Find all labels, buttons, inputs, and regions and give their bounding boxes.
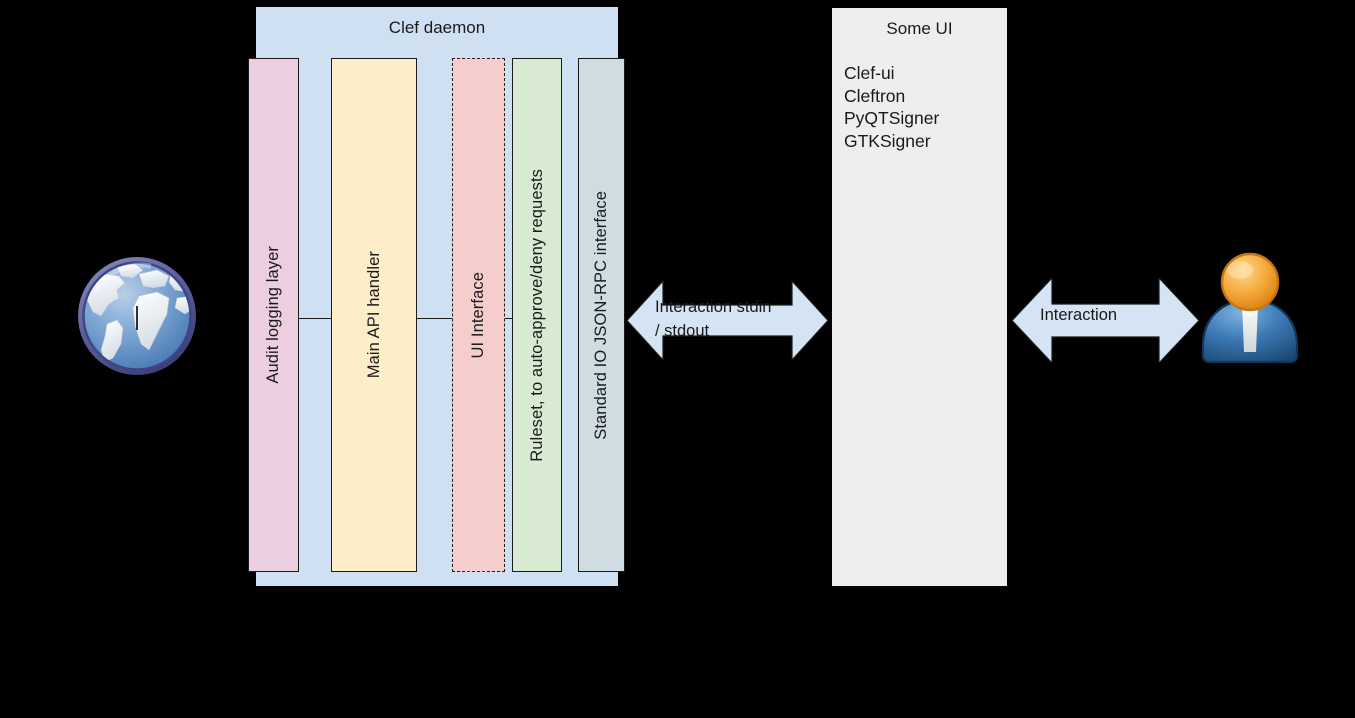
lane-ui-label: UI Interface [469, 271, 487, 359]
connector-line-ui-ruleset [503, 318, 514, 319]
lane-audit-logging-layer[interactable]: Audit logging layer [248, 58, 299, 572]
list-item: Clef-ui [844, 63, 895, 83]
arrow-interaction-user [1012, 278, 1199, 363]
lane-audit-label: Audit logging layer [264, 246, 282, 384]
list-item: Cleftron [844, 85, 906, 106]
lane-ruleset[interactable]: Ruleset, to auto-approve/deny requests [512, 58, 562, 572]
list-item: GTKSigner [844, 130, 931, 151]
lane-ui-interface[interactable]: UI Interface [452, 58, 505, 572]
connector-line-api-ui [415, 318, 454, 319]
some-ui-panel [832, 8, 1007, 586]
lane-stdio-label: Standard IO JSON-RPC interface [592, 190, 610, 440]
arrow-interaction-stdio-label: Interaction stdin / stdout [655, 298, 772, 340]
list-item: PyQTSigner [844, 108, 940, 128]
globe-icon [73, 252, 201, 380]
arrow-interaction-stdio [627, 281, 828, 360]
some-ui-list: Clef-ui Cleftron PyQTSigner GTKSigner [844, 62, 939, 152]
lane-main-api-handler[interactable]: Main API handler [331, 58, 417, 572]
lane-api-label: Main API handler [364, 251, 383, 379]
lane-ruleset-label: Ruleset, to auto-approve/deny requests [527, 168, 546, 462]
connector-line-audit-api [297, 318, 333, 319]
arrow-interaction-user-label: Interaction [1040, 306, 1118, 324]
some-ui-title: Some UI [886, 19, 953, 38]
clef-daemon-title: Clef daemon [388, 18, 486, 37]
clef-daemon-container [256, 7, 618, 586]
lane-standard-io-jsonrpc[interactable]: Standard IO JSON-RPC interface [578, 58, 625, 572]
user-icon [1198, 252, 1302, 364]
